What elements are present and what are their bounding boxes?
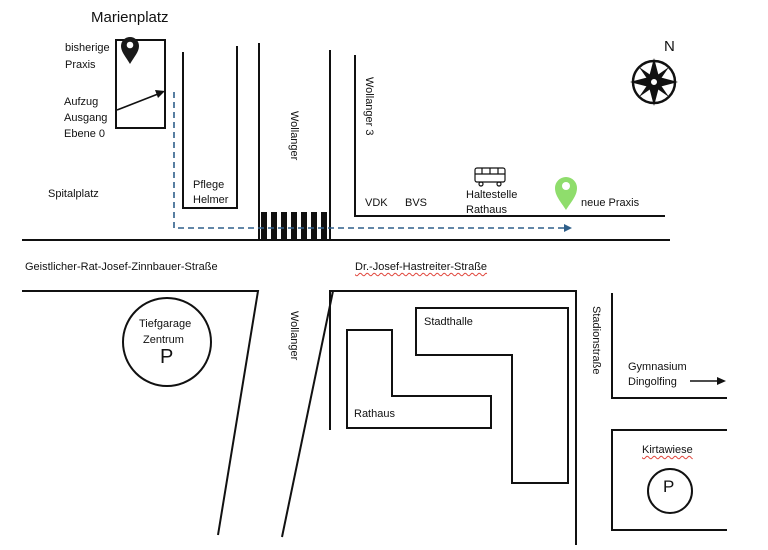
map-pin-icon: [555, 177, 577, 210]
garage-label-1: Tiefgarage: [139, 318, 192, 330]
wollanger-label-upper: Wollanger: [288, 111, 300, 161]
bus-stop-label-1: Haltestelle: [466, 189, 518, 201]
parking-icon: [647, 468, 693, 514]
bus-stop-label-2: Rathaus: [466, 204, 507, 216]
arrow-right-icon: [690, 377, 726, 385]
old-practice-label-2: Praxis: [65, 59, 96, 71]
elevator-label-2: Ausgang: [64, 112, 108, 124]
kirtawiese-label: Kirtawiese: [642, 444, 693, 456]
map-title: Marienplatz: [91, 9, 169, 26]
pflege-label-1: Pflege: [193, 179, 225, 191]
bus-icon: [474, 167, 506, 187]
old-practice-building: [115, 39, 166, 129]
old-practice-label-1: bisherige: [65, 42, 110, 54]
spitalplatz-label: Spitalplatz: [48, 188, 99, 200]
elevator-arrow: [116, 90, 165, 111]
kirtawiese-parking-symbol: P: [663, 477, 675, 496]
gymnasium-block: [611, 293, 727, 399]
stadionstrasse-label: Stadionstraße: [590, 306, 602, 375]
street-right-label: Dr.-Josef-Hastreiter-Straße: [355, 261, 488, 273]
lower-left-block: [22, 290, 260, 536]
pflege-helmer-building: [182, 46, 238, 209]
gymnasium-label-2: Dingolfing: [628, 376, 677, 388]
kirtawiese-block: [611, 429, 727, 531]
elevator-label-1: Aufzug: [64, 96, 99, 108]
stadthalle-building: [415, 307, 569, 484]
map-pin-icon: [121, 37, 139, 64]
gymnasium-label-1: Gymnasium: [628, 361, 687, 373]
wollanger-label-lower: Wollanger: [288, 311, 300, 361]
stadthalle-label: Stadthalle: [424, 316, 473, 328]
wollanger3-label: Wollanger 3: [363, 77, 375, 136]
vdk-label: VDK: [365, 197, 388, 209]
street-left-label: Geistlicher-Rat-Josef-Zinnbauer-Straße: [25, 261, 218, 273]
rathaus-building: [346, 329, 492, 429]
new-practice-label: neue Praxis: [581, 197, 640, 209]
garage-parking-symbol: P: [160, 346, 174, 368]
wollanger-lower-left: [281, 290, 334, 538]
walking-route: [173, 92, 572, 232]
parking-icon: [122, 297, 212, 387]
lower-right-block: [329, 290, 577, 545]
rathaus-label: Rathaus: [354, 408, 395, 420]
elevator-label-3: Ebene 0: [64, 128, 105, 140]
north-label: N: [664, 38, 675, 55]
compass-icon: [630, 58, 678, 106]
zebra-crossing: [261, 212, 327, 240]
route-arrowhead: [564, 224, 572, 232]
pflege-label-2: Helmer: [193, 194, 229, 206]
bvs-label: BVS: [405, 197, 428, 209]
garage-label-2: Zentrum: [143, 334, 184, 346]
wollanger3-block: [354, 55, 665, 217]
